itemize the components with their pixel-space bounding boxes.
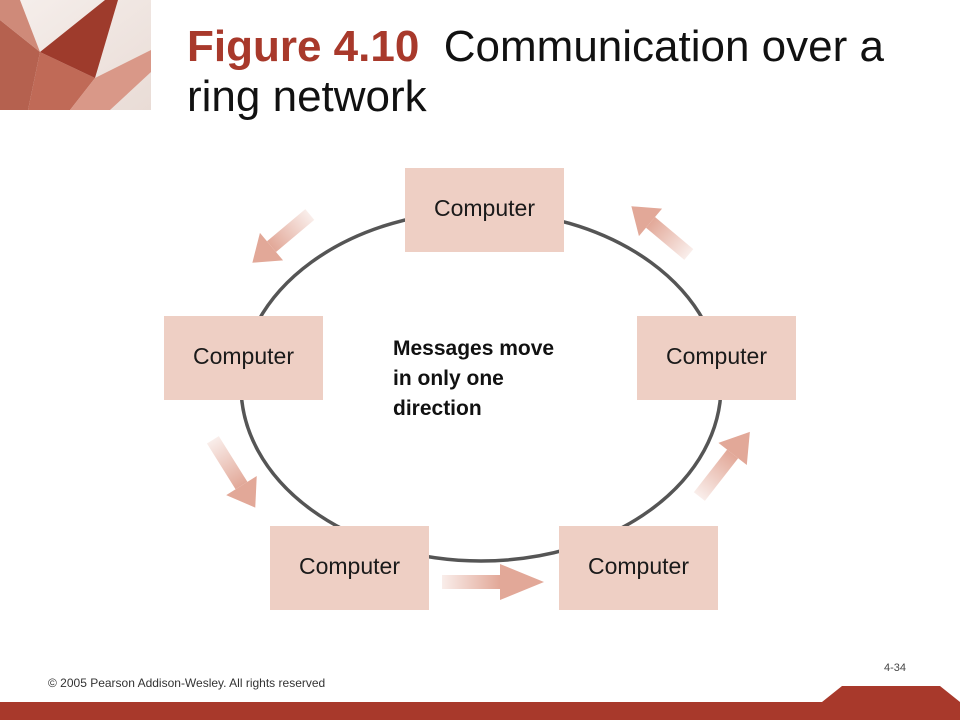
arrow-top-left bbox=[252, 209, 315, 263]
center-text-line-2: in only one bbox=[393, 367, 504, 390]
arrow-bottom bbox=[442, 564, 544, 600]
computer-label: Computer bbox=[666, 343, 767, 369]
computer-node-right: Computer bbox=[637, 316, 796, 400]
center-text-line-1: Messages move bbox=[393, 337, 554, 360]
origami-crane-logo bbox=[0, 0, 151, 110]
arrow-left bbox=[206, 436, 257, 508]
copyright-notice: © 2005 Pearson Addison-Wesley. All right… bbox=[48, 676, 326, 690]
computer-node-top: Computer bbox=[405, 168, 564, 252]
title-text: Communication over a ring network bbox=[187, 22, 884, 121]
center-text-line-3: direction bbox=[393, 397, 482, 420]
computer-node-left: Computer bbox=[164, 316, 323, 400]
computer-label: Computer bbox=[193, 343, 294, 369]
slide-title: Figure 4.10 Communication over a ring ne… bbox=[187, 22, 947, 122]
computer-node-bottom-left: Computer bbox=[270, 526, 429, 610]
page-number: 4-34 bbox=[884, 662, 907, 674]
computer-label: Computer bbox=[434, 195, 535, 221]
arrow-right bbox=[693, 431, 750, 501]
center-text: Messages move in only one direction bbox=[393, 337, 560, 420]
figure-label: Figure 4.10 bbox=[187, 22, 420, 71]
arrow-top-right bbox=[631, 206, 694, 260]
computer-label: Computer bbox=[588, 553, 689, 579]
computer-label: Computer bbox=[299, 553, 400, 579]
footer-bar bbox=[0, 686, 960, 720]
computer-node-bottom-right: Computer bbox=[559, 526, 718, 610]
